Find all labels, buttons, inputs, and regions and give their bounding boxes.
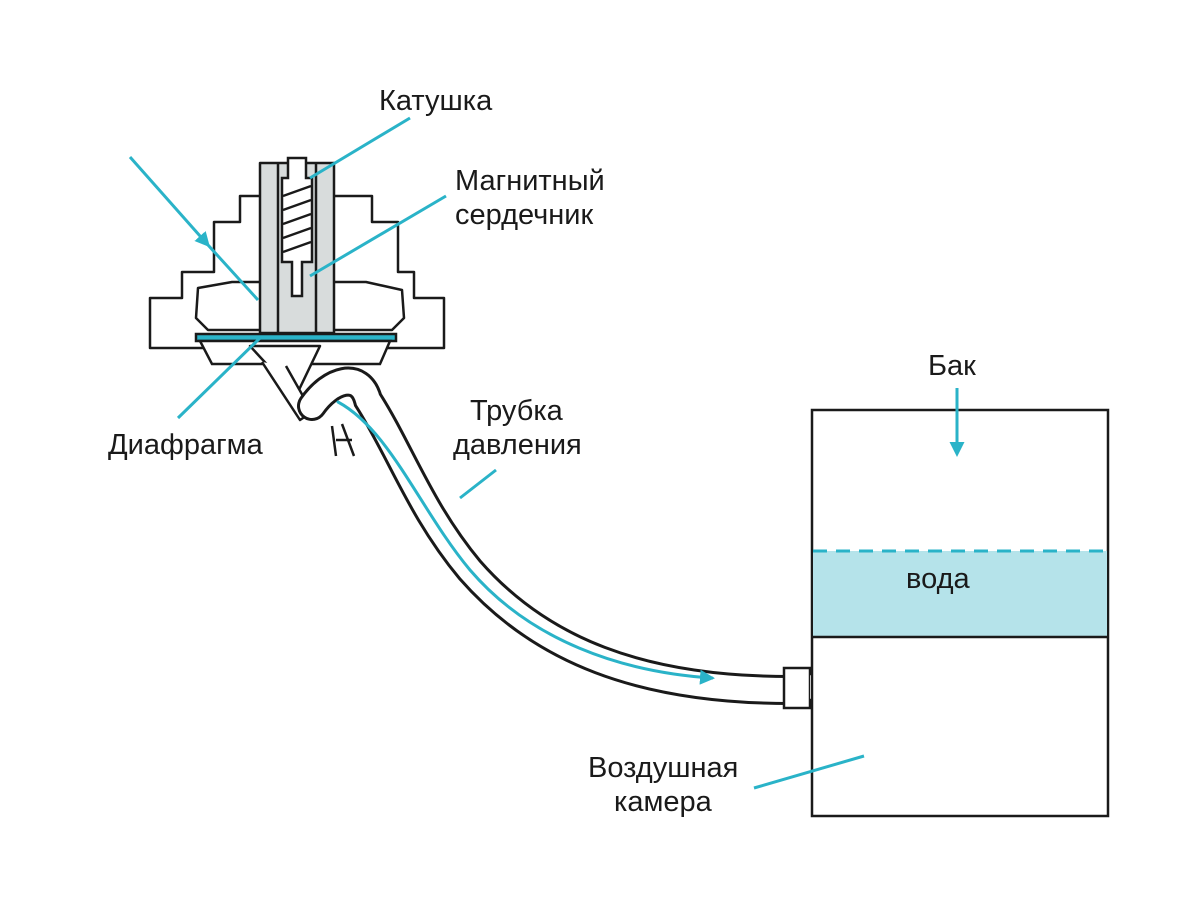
tank: [810, 408, 1110, 818]
coil-leader: [309, 116, 411, 180]
valve-cavity: [194, 280, 268, 332]
label-tank: Бак: [928, 350, 976, 382]
coil-spring: [280, 156, 314, 298]
label-tube-line2: давления: [453, 429, 582, 461]
leader-lines: [128, 116, 965, 790]
label-core-line2: сердечник: [455, 199, 594, 231]
label-tube-line1: Трубка: [470, 395, 563, 427]
label-air-line1: Воздушная: [588, 752, 739, 784]
air-chamber-leader: [753, 754, 865, 790]
label-core-line1: Магнитный: [455, 165, 605, 197]
label-water: вода: [906, 563, 970, 595]
valve-cavity-right: [328, 280, 406, 332]
core-leader: [309, 194, 447, 278]
label-coil: Катушка: [379, 85, 493, 117]
water-body: [813, 551, 1107, 637]
label-diaphragm: Диафрагма: [108, 429, 263, 461]
tube-leader: [459, 468, 497, 500]
pressure-tube: [297, 366, 805, 705]
inlet-leader: [206, 243, 260, 302]
diaphragm-leader: [176, 336, 262, 420]
label-air-line2: камера: [614, 786, 712, 818]
inlet-arrow: [128, 156, 210, 248]
